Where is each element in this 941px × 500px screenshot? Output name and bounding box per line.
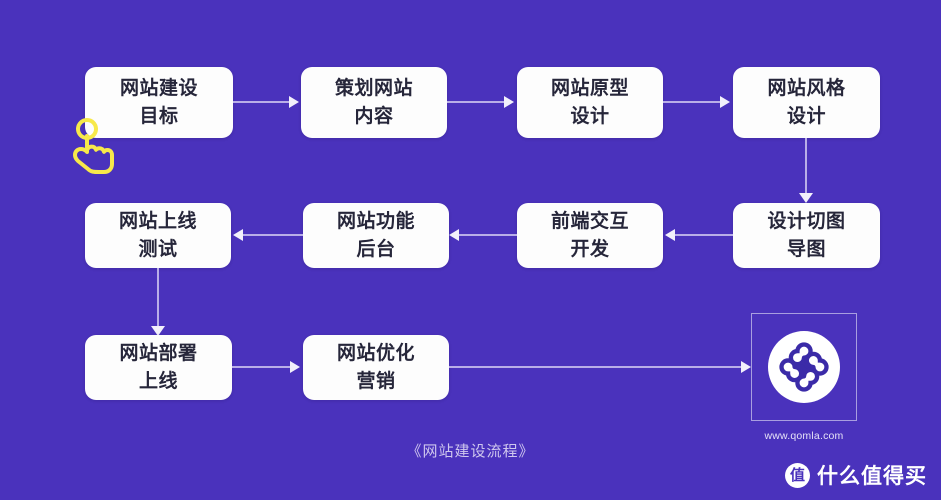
edge-n5-n6-arrowhead	[665, 229, 675, 241]
watermark-badge-icon: 值	[785, 462, 810, 488]
flow-node-n3[interactable]: 网站原型 设计	[517, 67, 663, 138]
flow-node-n6[interactable]: 前端交互 开发	[517, 203, 663, 268]
flow-node-n7[interactable]: 网站功能 后台	[303, 203, 449, 268]
flow-node-label: 网站原型 设计	[550, 77, 629, 127]
watermark-text: 什么值得买	[817, 465, 927, 488]
edge-n2-n3-arrowhead	[504, 96, 514, 108]
flow-node-label: 网站功能 后台	[336, 210, 415, 260]
flow-node-n4[interactable]: 网站风格 设计	[733, 67, 880, 138]
qomla-clover-logo-icon	[768, 331, 840, 403]
flow-node-n5[interactable]: 设计切图 导图	[733, 203, 880, 268]
edge-n9-n10-arrowhead	[290, 361, 300, 373]
flow-node-n9[interactable]: 网站部署 上线	[85, 335, 232, 400]
edge-n5-n6-line	[673, 234, 733, 236]
edge-n9-n10-line	[232, 366, 292, 368]
edge-n6-n7-line	[457, 234, 517, 236]
edge-n3-n4-line	[663, 101, 722, 103]
edge-n1-n2-line	[233, 101, 291, 103]
watermark: 值 什么值得买	[785, 460, 927, 490]
flow-node-n2[interactable]: 策划网站 内容	[301, 67, 447, 138]
edge-n4-n5-arrowhead	[799, 193, 813, 203]
flow-node-label: 网站优化 营销	[336, 342, 415, 392]
edge-n7-n8-line	[241, 234, 303, 236]
flow-node-label: 网站风格 设计	[767, 77, 846, 127]
edge-n8-n9-arrowhead	[151, 326, 165, 336]
flow-node-n8[interactable]: 网站上线 测试	[85, 203, 231, 268]
flow-node-label: 设计切图 导图	[767, 210, 846, 260]
edge-n3-n4-arrowhead	[720, 96, 730, 108]
diagram-caption: 《网站建设流程》	[406, 443, 535, 460]
flow-node-label: 网站上线 测试	[118, 210, 197, 260]
edge-n4-n5-line	[805, 138, 807, 196]
flow-node-n1[interactable]: 网站建设 目标	[85, 67, 233, 138]
flow-node-label: 策划网站 内容	[334, 77, 413, 127]
flow-node-label: 网站建设 目标	[119, 77, 198, 127]
brand-logo-box	[751, 313, 857, 421]
edge-n8-n9-line	[157, 268, 159, 329]
edge-n10-logo-arrowhead	[741, 361, 751, 373]
brand-url: www.qomla.com	[764, 430, 844, 442]
tap-hand-cursor-icon	[66, 116, 118, 179]
flow-node-label: 前端交互 开发	[550, 210, 629, 260]
edge-n1-n2-arrowhead	[289, 96, 299, 108]
edge-n6-n7-arrowhead	[449, 229, 459, 241]
edge-n2-n3-line	[447, 101, 506, 103]
flow-node-label: 网站部署 上线	[119, 342, 198, 392]
flow-node-n10[interactable]: 网站优化 营销	[303, 335, 449, 400]
edge-n7-n8-arrowhead	[233, 229, 243, 241]
edge-n10-logo-line	[449, 366, 743, 368]
